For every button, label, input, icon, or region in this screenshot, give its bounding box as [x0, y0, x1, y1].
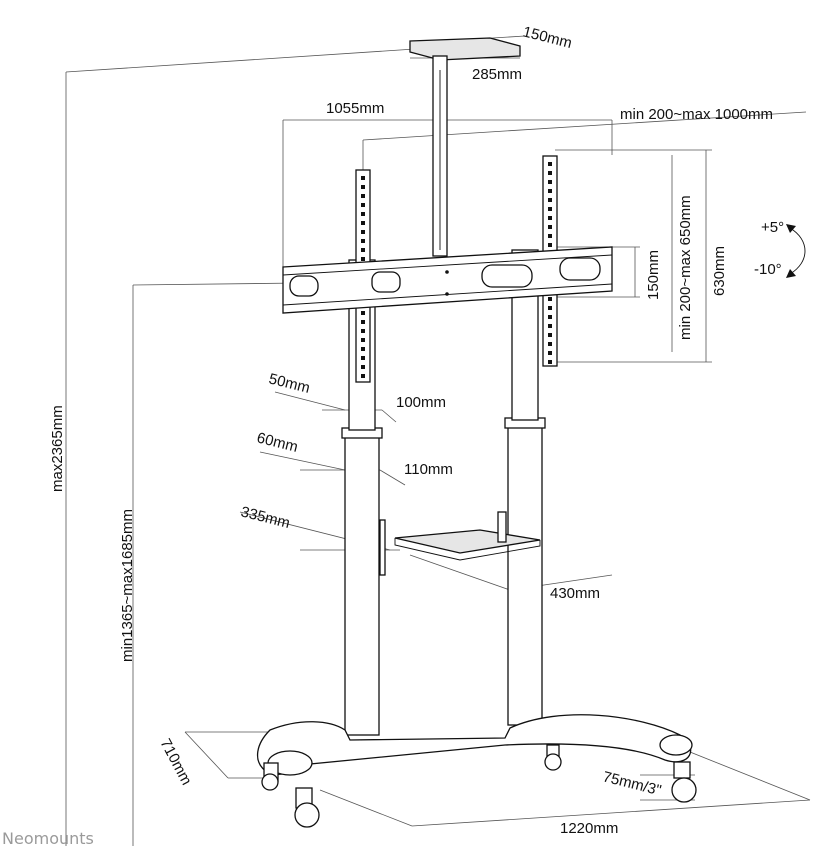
caster-front-center	[294, 787, 320, 828]
mount-hole	[548, 333, 552, 337]
mount-hole	[548, 198, 552, 202]
mount-hole	[361, 374, 365, 378]
mount-hole	[361, 356, 365, 360]
label-upright-height: 630mm	[711, 246, 728, 296]
label-pole-width-upper: 100mm	[396, 394, 446, 411]
label-ceiling-plate-width: 285mm	[472, 66, 522, 83]
mount-hole	[548, 306, 552, 310]
label-pole-depth-upper: 50mm	[267, 370, 312, 397]
tilt-arrow	[789, 227, 806, 275]
mount-hole	[548, 342, 552, 346]
mount-hole	[548, 234, 552, 238]
mount-hole	[361, 347, 365, 351]
label-total-height: max2365mm	[49, 405, 66, 492]
label-vesa-horizontal: min 200~max 1000mm	[620, 106, 773, 123]
mount-hole	[548, 225, 552, 229]
mount-hole	[548, 189, 552, 193]
mount-hole	[361, 329, 365, 333]
label-base-depth: 710mm	[156, 736, 194, 788]
label-bracket-height: 150mm	[645, 250, 662, 300]
label-base-width: 1220mm	[560, 820, 618, 837]
label-ceiling-plate-depth: 150mm	[521, 23, 574, 52]
mount-hole	[548, 216, 552, 220]
mount-hole	[548, 315, 552, 319]
caster-right	[671, 761, 697, 803]
label-mount-height: min1365~max1685mm	[119, 509, 136, 662]
mount-hole	[361, 320, 365, 324]
label-caster-size: 75mm/3"	[601, 768, 663, 799]
horizontal-bracket	[282, 246, 613, 314]
label-pole-width-lower: 110mm	[404, 461, 453, 478]
mount-hole	[548, 297, 552, 301]
label-shelf-width: 430mm	[550, 585, 600, 602]
left-column	[344, 429, 380, 736]
mount-hole	[361, 230, 365, 234]
stand-base	[257, 714, 692, 775]
label-vesa-vertical: min 200~max 650mm	[677, 195, 694, 340]
ceiling-plate	[409, 37, 521, 61]
mount-hole	[548, 171, 552, 175]
label-tilt-up: +5°	[761, 219, 784, 236]
dimension-labels: 150mm 285mm 1055mm min 200~max 1000mm 15…	[49, 23, 784, 837]
mount-hole	[361, 203, 365, 207]
right-column	[507, 419, 543, 726]
mount-hole	[361, 176, 365, 180]
mount-hole	[548, 180, 552, 184]
mount-hole	[548, 324, 552, 328]
mount-hole	[548, 360, 552, 364]
mount-hole	[548, 243, 552, 247]
label-shelf-depth: 335mm	[239, 503, 292, 532]
mount-hole	[361, 239, 365, 243]
mount-hole	[361, 194, 365, 198]
mount-hole	[361, 311, 365, 315]
label-tilt-down: -10°	[754, 261, 782, 278]
mount-hole	[548, 162, 552, 166]
mount-hole	[548, 351, 552, 355]
mount-hole	[361, 365, 365, 369]
mount-hole	[361, 257, 365, 261]
mount-hole	[361, 185, 365, 189]
caster-back	[544, 744, 562, 771]
label-bracket-width: 1055mm	[326, 100, 384, 117]
mount-hole	[548, 207, 552, 211]
caster-front-left	[261, 762, 279, 791]
mount-hole	[361, 338, 365, 342]
mount-hole	[361, 212, 365, 216]
mount-hole	[361, 221, 365, 225]
floor-stand	[257, 37, 806, 828]
mount-hole	[361, 248, 365, 252]
brand-logo: Neomounts	[2, 829, 94, 848]
